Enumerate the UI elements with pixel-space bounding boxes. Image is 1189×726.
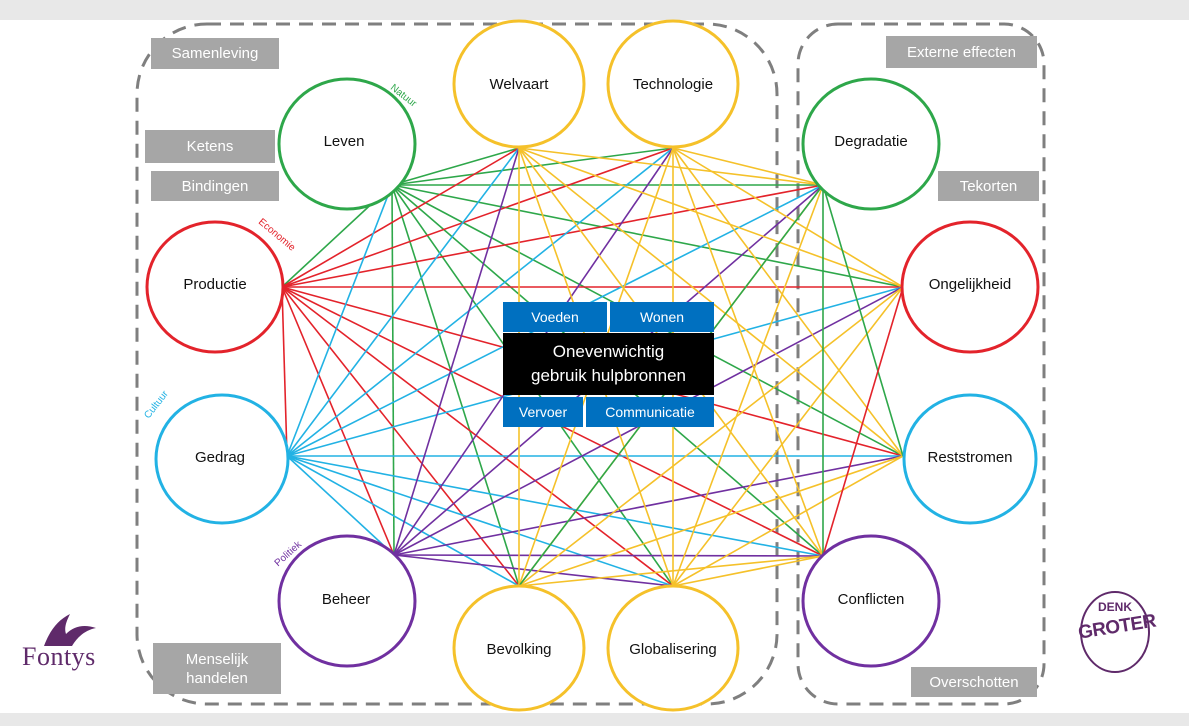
vervoer-button[interactable]: Vervoer bbox=[503, 397, 583, 427]
connection-line-gedrag-globalisering bbox=[286, 455, 674, 587]
communicatie-button[interactable]: Communicatie bbox=[586, 397, 714, 427]
voeden-button[interactable]: Voeden bbox=[503, 302, 607, 332]
tag-ketens: Ketens bbox=[145, 130, 275, 163]
node-bevolking bbox=[452, 584, 586, 712]
connection-line-bevolking-ongelijkheid bbox=[518, 286, 904, 587]
denk-groter-circle-icon bbox=[1080, 591, 1150, 673]
tag-samenleving: Samenleving bbox=[151, 38, 279, 69]
central-resource-box: Onevenwichtig gebruik hulpbronnen bbox=[503, 333, 714, 395]
connection-line-bevolking-conflicten bbox=[518, 555, 824, 587]
connection-line-globalisering-conflicten bbox=[672, 555, 824, 587]
tag-menselijk-line2: handelen bbox=[186, 669, 248, 687]
node-conflicten bbox=[801, 534, 941, 668]
connection-line-productie-globalisering bbox=[281, 286, 674, 587]
node-reststromen bbox=[902, 393, 1038, 525]
node-beheer bbox=[277, 534, 417, 668]
connection-line-leven-beheer bbox=[391, 184, 395, 556]
center-title-line1: Onevenwichtig bbox=[552, 342, 665, 361]
connection-line-globalisering-ongelijkheid bbox=[672, 286, 904, 587]
fontys-logo: Fontys bbox=[20, 612, 138, 682]
connection-line-leven-bevolking bbox=[391, 184, 520, 587]
connection-line-globalisering-degradatie bbox=[672, 184, 824, 587]
connection-line-technologie-ongelijkheid bbox=[672, 147, 904, 288]
node-label-degradatie: Degradatie bbox=[834, 133, 908, 150]
connection-line-productie-bevolking bbox=[281, 286, 520, 587]
tag-overschotten: Overschotten bbox=[911, 667, 1037, 697]
connection-line-welvaart-ongelijkheid bbox=[518, 147, 904, 288]
connection-line-welvaart-degradatie bbox=[518, 147, 824, 186]
connection-line-degradatie-reststromen bbox=[822, 184, 904, 457]
wonen-button[interactable]: Wonen bbox=[610, 302, 714, 332]
bottom-strip bbox=[0, 713, 1189, 726]
node-label-leven: Leven bbox=[323, 133, 365, 150]
node-gedrag bbox=[154, 393, 290, 525]
node-welvaart bbox=[452, 19, 586, 149]
connection-line-productie-welvaart bbox=[281, 147, 520, 288]
node-label-gedrag: Gedrag bbox=[194, 449, 246, 466]
connection-line-productie-degradatie bbox=[281, 184, 824, 288]
node-label-technologie: Technologie bbox=[632, 76, 714, 93]
node-label-globalisering: Globalisering bbox=[629, 641, 717, 658]
connection-line-globalisering-reststromen bbox=[672, 455, 904, 587]
node-circles bbox=[145, 19, 1040, 712]
connection-line-beheer-reststromen bbox=[393, 455, 904, 556]
node-label-welvaart: Welvaart bbox=[489, 76, 549, 93]
connection-line-ongelijkheid-conflicten bbox=[822, 286, 904, 557]
connection-line-bevolking-reststromen bbox=[518, 455, 904, 587]
node-label-beheer: Beheer bbox=[321, 591, 371, 608]
node-label-conflicten: Conflicten bbox=[837, 591, 905, 608]
fontys-wordmark: Fontys bbox=[22, 642, 96, 671]
node-label-reststromen: Reststromen bbox=[927, 449, 1013, 466]
top-strip bbox=[0, 0, 1189, 20]
tag-menselijk-handelen: Menselijk handelen bbox=[153, 643, 281, 694]
tag-externe-effecten: Externe effecten bbox=[886, 36, 1037, 68]
denk-groter-logo: DENK GROTER bbox=[1077, 586, 1157, 676]
connection-line-productie-beheer bbox=[281, 286, 395, 556]
connection-line-gedrag-conflicten bbox=[286, 455, 824, 557]
connection-line-beheer-globalisering bbox=[393, 554, 674, 587]
connection-line-technologie-degradatie bbox=[672, 147, 824, 186]
node-productie bbox=[145, 220, 285, 354]
node-label-bevolking: Bevolking bbox=[486, 641, 552, 658]
tag-menselijk-line1: Menselijk bbox=[185, 650, 249, 668]
node-label-ongelijkheid: Ongelijkheid bbox=[928, 276, 1012, 293]
connection-lines bbox=[281, 147, 904, 587]
connection-line-gedrag-beheer bbox=[286, 455, 395, 556]
node-globalisering bbox=[606, 584, 740, 712]
right-dashed-group bbox=[796, 22, 1046, 706]
tag-bindingen: Bindingen bbox=[151, 171, 279, 201]
denk-text: DENK bbox=[1097, 600, 1132, 614]
connection-line-productie-technologie bbox=[281, 147, 674, 288]
connection-line-leven-ongelijkheid bbox=[391, 184, 904, 288]
node-leven bbox=[277, 77, 417, 211]
connection-line-technologie-reststromen bbox=[672, 147, 904, 457]
connection-line-technologie-conflicten bbox=[672, 147, 824, 557]
connection-line-gedrag-technologie bbox=[286, 147, 674, 457]
node-ongelijkheid bbox=[900, 220, 1040, 354]
connection-line-leven-welvaart bbox=[391, 147, 520, 186]
connection-line-beheer-welvaart bbox=[393, 147, 520, 556]
connection-line-productie-gedrag bbox=[281, 286, 288, 457]
left-dashed-group bbox=[135, 22, 779, 706]
connection-line-gedrag-leven bbox=[286, 184, 393, 457]
center-title-line2: gebruik hulpbronnen bbox=[530, 366, 686, 385]
node-technologie bbox=[606, 19, 740, 149]
node-label-productie: Productie bbox=[183, 276, 247, 293]
fontys-wing-icon bbox=[44, 614, 96, 646]
connection-line-gedrag-welvaart bbox=[286, 147, 520, 457]
node-degradatie bbox=[801, 77, 941, 211]
tag-tekorten: Tekorten bbox=[938, 171, 1039, 201]
